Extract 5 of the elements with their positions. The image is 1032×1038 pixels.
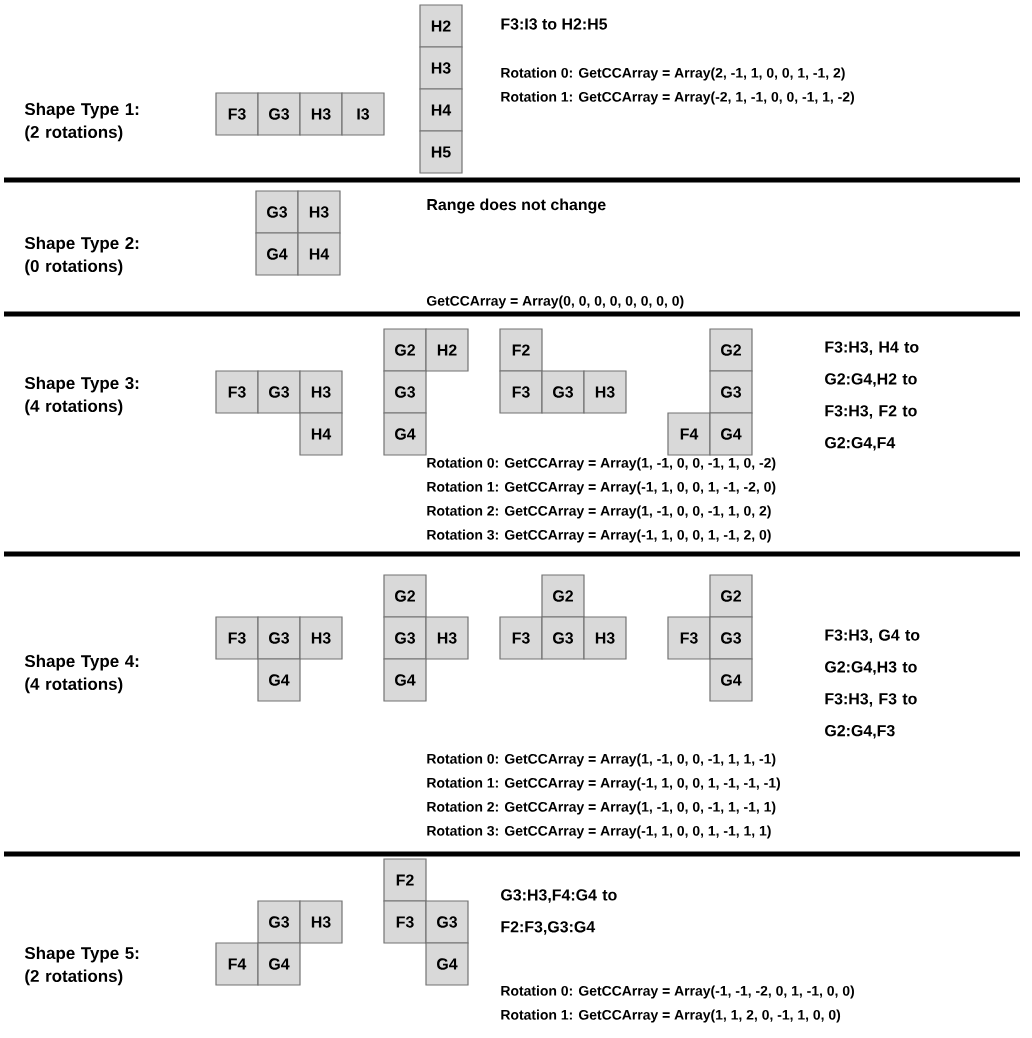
shape-type-label: Shape Type 4: (4 rotations) xyxy=(24,654,139,694)
shape-type-label: Shape Type 3: (4 rotations) xyxy=(24,376,139,416)
shape-type-label: Shape Type 2: (0 rotations) xyxy=(24,236,139,276)
shape-type-label: Shape Type 5: (2 rotations) xyxy=(24,946,139,986)
shape-type-label: Shape Type 1: (2 rotations) xyxy=(24,102,139,142)
